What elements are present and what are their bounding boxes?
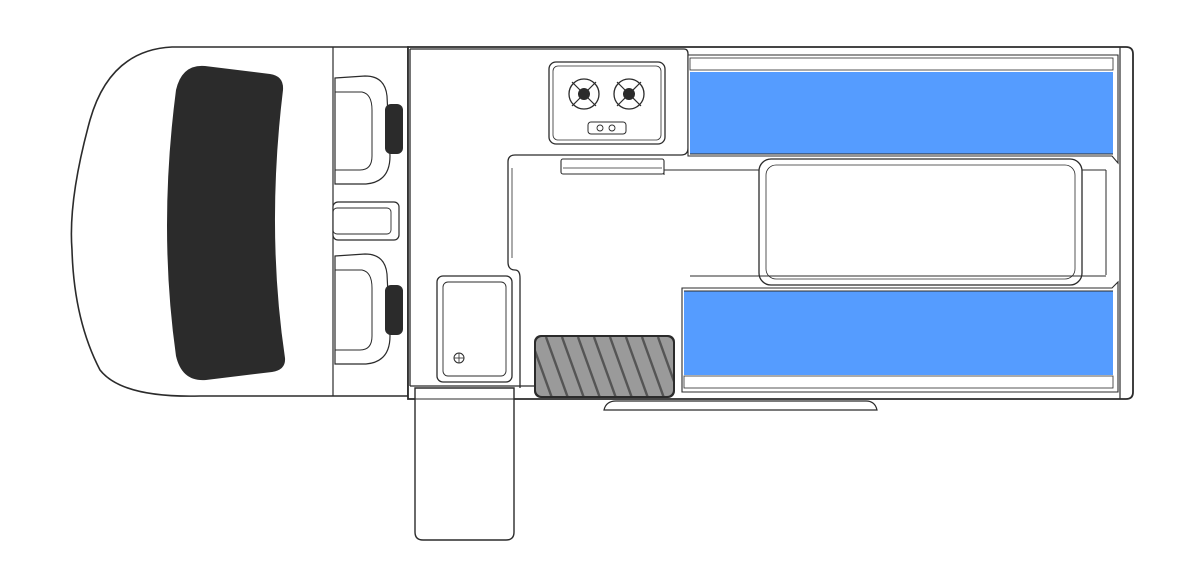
burner-icon	[568, 78, 600, 110]
table	[663, 158, 1107, 286]
kitchen-counter	[410, 48, 689, 388]
windscreen-icon	[167, 65, 286, 381]
mirror-right	[385, 285, 403, 335]
mat-stripe	[608, 337, 634, 396]
mat-stripe	[536, 337, 554, 396]
mat-stripe	[576, 337, 602, 396]
front-seat-right	[334, 253, 391, 365]
bed-cushion-top	[687, 54, 1119, 165]
mat-stripe	[624, 337, 650, 396]
mirror-left	[385, 104, 403, 154]
mat-stripe	[592, 337, 618, 396]
console-inner	[332, 207, 392, 235]
mat-stripe	[544, 337, 570, 396]
burner-icon	[613, 78, 645, 110]
mat-stripe	[640, 337, 666, 396]
side-door	[414, 387, 515, 541]
mat-stripe	[560, 337, 586, 396]
step-mat-icon	[534, 335, 675, 398]
front-seat-left	[334, 75, 391, 185]
bed-cushion-bottom-fill	[684, 291, 1113, 375]
sink-unit	[436, 275, 513, 383]
mat-stripe	[656, 337, 673, 396]
bed-cushion-bottom	[681, 280, 1119, 393]
drawer-handle	[560, 158, 665, 175]
awning-rail	[603, 400, 878, 411]
bed-cushion-top-fill	[690, 72, 1113, 154]
drain-icon	[453, 352, 465, 364]
hob-knobs	[587, 121, 627, 135]
